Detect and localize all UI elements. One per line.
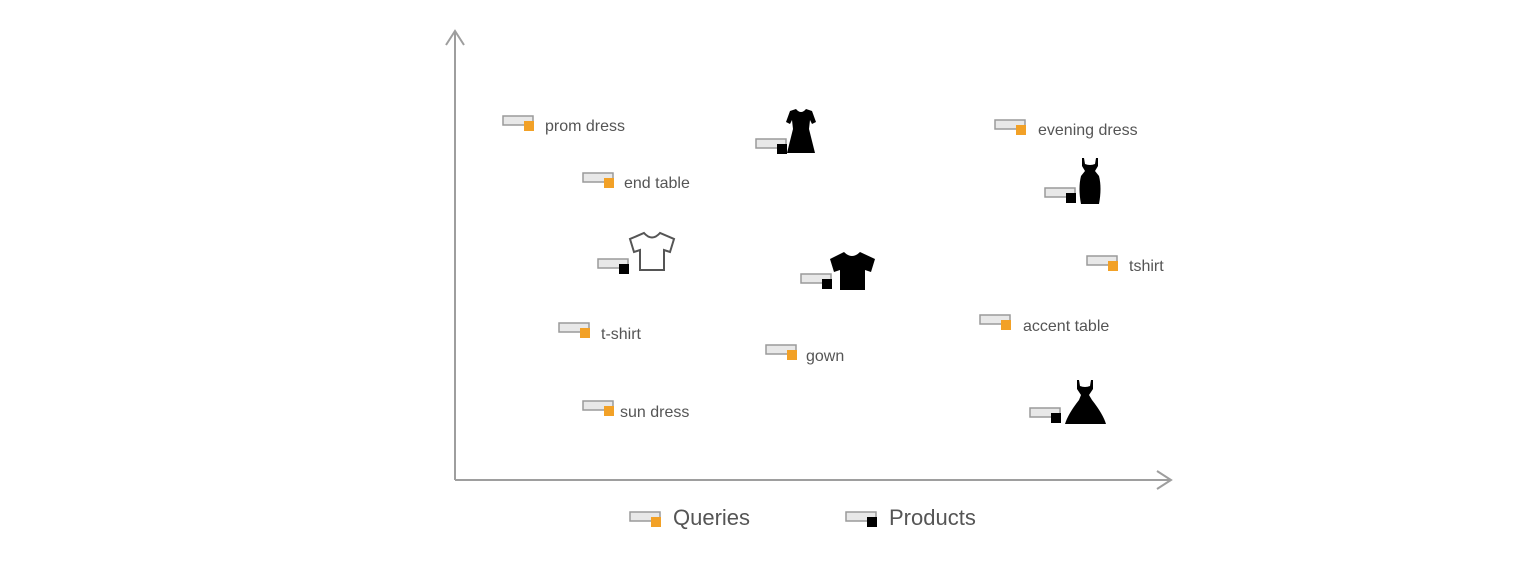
vector-bar bbox=[558, 322, 590, 333]
query-marker bbox=[604, 178, 614, 188]
vector-bar bbox=[1029, 407, 1061, 418]
query-point: gown bbox=[765, 344, 844, 365]
cocktail-dress-icon bbox=[1065, 380, 1106, 424]
vector-bar bbox=[629, 511, 661, 522]
query-label: end table bbox=[624, 175, 690, 192]
x-axis-arrow bbox=[1156, 470, 1173, 490]
product-marker bbox=[777, 144, 787, 154]
query-point: sun dress bbox=[582, 400, 689, 421]
product-marker bbox=[867, 517, 877, 527]
legend-label-products: Products bbox=[889, 505, 976, 530]
query-point: tshirt bbox=[1086, 255, 1164, 275]
tshirt-icon bbox=[830, 252, 875, 290]
tshirt-icon bbox=[628, 231, 676, 271]
product-point bbox=[597, 258, 629, 274]
query-marker bbox=[604, 406, 614, 416]
query-point: end table bbox=[582, 172, 690, 192]
vector-bar bbox=[582, 400, 614, 411]
product-marker bbox=[619, 264, 629, 274]
vector-bar bbox=[755, 138, 787, 149]
query-label: evening dress bbox=[1038, 122, 1138, 139]
product-point bbox=[755, 138, 787, 154]
query-marker bbox=[580, 328, 590, 338]
query-marker bbox=[787, 350, 797, 360]
query-marker bbox=[1016, 125, 1026, 135]
vector-bar bbox=[1086, 255, 1118, 266]
vector-bar bbox=[502, 115, 534, 126]
vector-bar bbox=[979, 314, 1011, 325]
query-point: evening dress bbox=[994, 119, 1138, 139]
vector-bar bbox=[597, 258, 629, 269]
vector-bar bbox=[845, 511, 877, 522]
product-marker bbox=[1051, 413, 1061, 423]
y-axis-arrow bbox=[445, 29, 465, 46]
axes bbox=[445, 29, 1173, 490]
query-label: tshirt bbox=[1129, 258, 1164, 275]
query-marker bbox=[1001, 320, 1011, 330]
query-marker bbox=[1108, 261, 1118, 271]
query-marker bbox=[524, 121, 534, 131]
query-point: prom dress bbox=[502, 115, 625, 135]
vector-bar bbox=[994, 119, 1026, 130]
legend: Queries Products bbox=[629, 505, 976, 530]
product-point bbox=[1044, 187, 1076, 203]
product-point bbox=[800, 273, 832, 289]
query-label: t-shirt bbox=[601, 326, 642, 343]
query-label: prom dress bbox=[545, 118, 625, 135]
query-point: accent table bbox=[979, 314, 1109, 335]
dress-icon bbox=[786, 109, 816, 153]
query-label: accent table bbox=[1023, 318, 1109, 335]
legend-item-products: Products bbox=[845, 505, 976, 530]
vector-bar bbox=[765, 344, 797, 355]
vector-bar bbox=[1044, 187, 1076, 198]
legend-item-queries: Queries bbox=[629, 505, 750, 530]
query-label: gown bbox=[806, 348, 844, 365]
product-marker bbox=[1066, 193, 1076, 203]
vector-bar bbox=[582, 172, 614, 183]
product-point bbox=[1029, 407, 1061, 423]
legend-label-queries: Queries bbox=[673, 505, 750, 530]
query-label: sun dress bbox=[620, 404, 689, 421]
product-marker bbox=[822, 279, 832, 289]
vector-bar bbox=[800, 273, 832, 284]
query-marker bbox=[651, 517, 661, 527]
evening-dress-icon bbox=[1079, 158, 1101, 204]
query-point: t-shirt bbox=[558, 322, 642, 343]
